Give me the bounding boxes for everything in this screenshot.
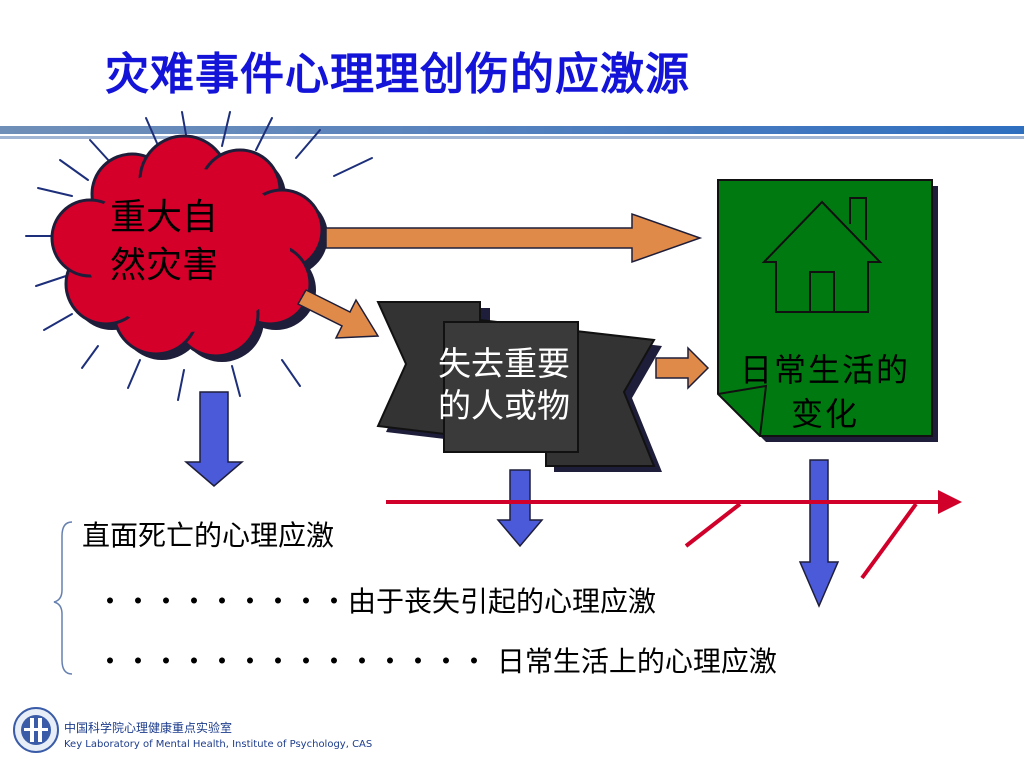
daily-box-fold	[717, 384, 768, 437]
arrow-daily-down	[798, 459, 840, 608]
disaster-label-line1: 重大自	[110, 197, 219, 238]
daily-label-line1: 日常生活的	[740, 351, 911, 389]
title-divider-thin	[0, 136, 1024, 139]
arrow-loss-down	[496, 469, 544, 548]
disaster-label: 重大自 然灾害	[110, 194, 218, 290]
response-daily-life: ・・・・・・・・・・・・・・ 日常生活上的心理应激	[96, 645, 777, 678]
arrow-disaster-down	[183, 391, 245, 487]
response-loss: ・・・・・・・・・由于丧失引起的心理应激	[96, 585, 657, 618]
timeline-branch-2	[860, 502, 918, 580]
title-divider	[0, 126, 1024, 134]
loss-label-line2: 的人或物	[438, 386, 570, 425]
loss-label-line1: 失去重要	[438, 344, 570, 383]
daily-change-label: 日常生活的 变化	[740, 348, 910, 436]
response-brace	[53, 521, 73, 675]
timeline	[386, 490, 962, 580]
daily-box	[717, 179, 933, 437]
institute-logo	[13, 707, 59, 753]
disaster-cloud-fill	[86, 168, 290, 332]
footer-org-en: Key Laboratory of Mental Health, Institu…	[64, 739, 373, 750]
arrow-disaster-to-daily	[325, 212, 703, 264]
loss-label: 失去重要 的人或物	[438, 343, 570, 427]
orange-arrows	[296, 212, 710, 390]
page-title: 灾难事件心理理创伤的应激源	[105, 49, 690, 100]
blue-arrows	[183, 391, 840, 608]
timeline-branch-1	[684, 502, 742, 548]
daily-label-line2: 变化	[791, 395, 860, 433]
footer-org-cn: 中国科学院心理健康重点实验室	[64, 721, 233, 735]
arrow-loss-to-daily	[655, 346, 710, 390]
loss-ribbon-panel	[443, 321, 579, 453]
timeline-arrowhead	[938, 490, 962, 514]
house-icon	[761, 197, 883, 313]
disaster-label-line2: 然灾害	[110, 245, 219, 286]
arrow-disaster-to-loss	[296, 289, 380, 339]
response-death: 直面死亡的心理应激	[82, 519, 335, 552]
